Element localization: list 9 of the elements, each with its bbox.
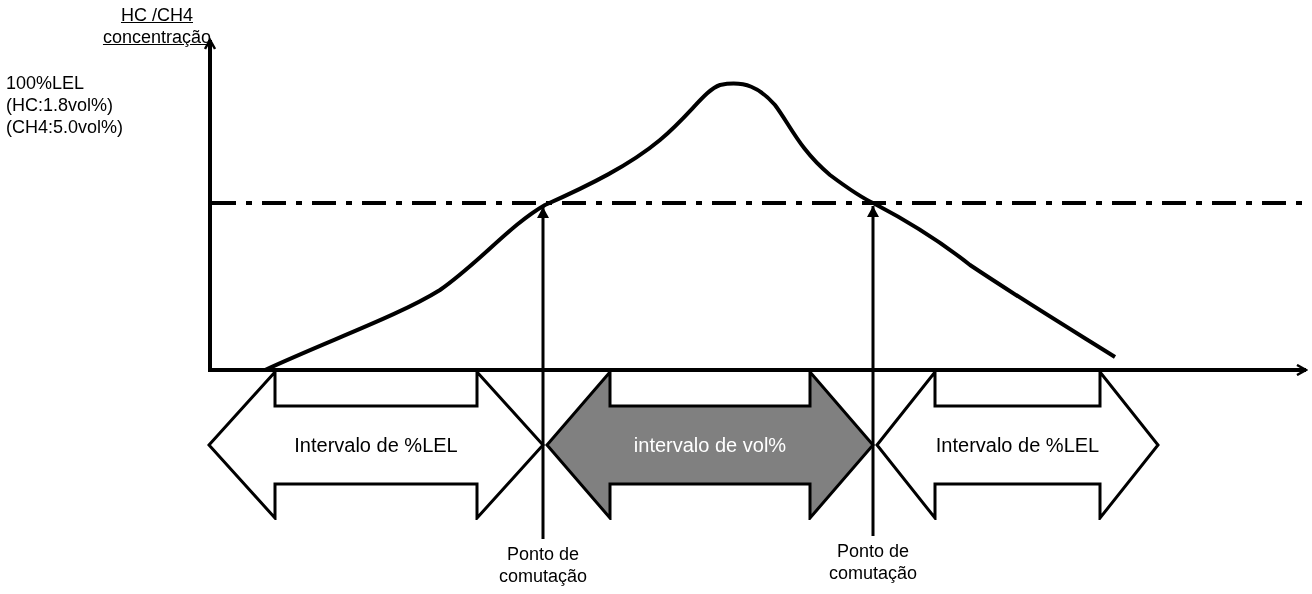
- callout-text: Ponto de comutação: [810, 540, 936, 584]
- range-band: Intervalo de %LEL: [207, 370, 545, 520]
- range-band: intervalo de vol%: [545, 370, 875, 520]
- leader-arrow: [867, 206, 879, 536]
- leader-arrow: [537, 207, 549, 539]
- axis-title: HC /CH4 concentração: [101, 4, 213, 48]
- threshold-label: 100%LEL (HC:1.8vol%) (CH4:5.0vol%): [6, 72, 125, 138]
- range-band: Intervalo de %LEL: [875, 370, 1160, 520]
- callout-text: Ponto de comutação: [480, 543, 606, 587]
